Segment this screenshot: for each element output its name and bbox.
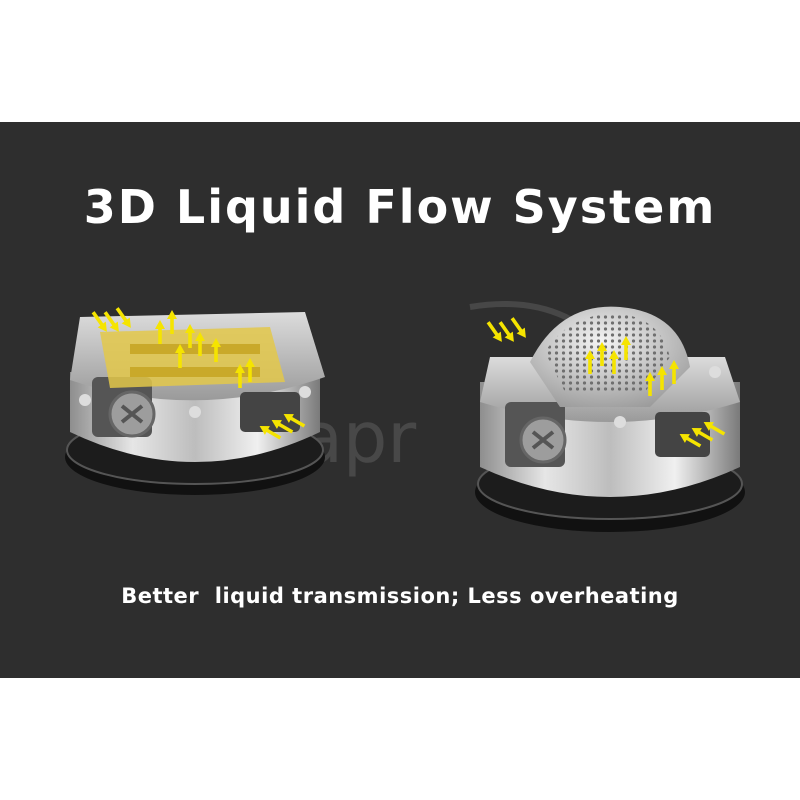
right-deck-image: [475, 306, 745, 532]
product-illustration: apr: [65, 301, 745, 532]
left-deck-image: [65, 305, 325, 495]
product-banner: apr: [0, 122, 800, 678]
banner-caption: Better liquid transmission; Less overhea…: [121, 584, 679, 608]
banner-title: 3D Liquid Flow System: [83, 180, 717, 234]
